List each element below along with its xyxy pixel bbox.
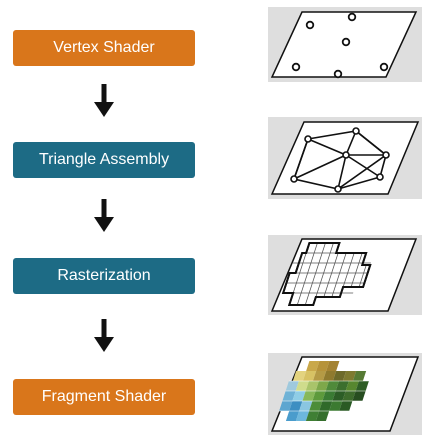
stage-triangle-assembly: Triangle Assembly: [13, 142, 195, 178]
stage-rasterization: Rasterization: [13, 258, 195, 294]
down-arrow-icon: [94, 84, 114, 117]
stage-vertex-shader: Vertex Shader: [13, 30, 195, 66]
pixel-grid-icon: [268, 235, 422, 315]
stage-fragment-shader: Fragment Shader: [13, 379, 195, 415]
down-arrow-icon: [94, 319, 114, 352]
stage-label: Triangle Assembly: [38, 151, 170, 168]
stage-label: Vertex Shader: [53, 39, 155, 56]
stage-label: Rasterization: [57, 267, 151, 284]
stage-label: Fragment Shader: [41, 388, 167, 405]
colored-fragments-icon: [268, 353, 422, 435]
scattered-vertices-icon: [268, 7, 422, 82]
triangle-mesh-icon: [268, 117, 422, 199]
down-arrow-icon: [94, 199, 114, 232]
